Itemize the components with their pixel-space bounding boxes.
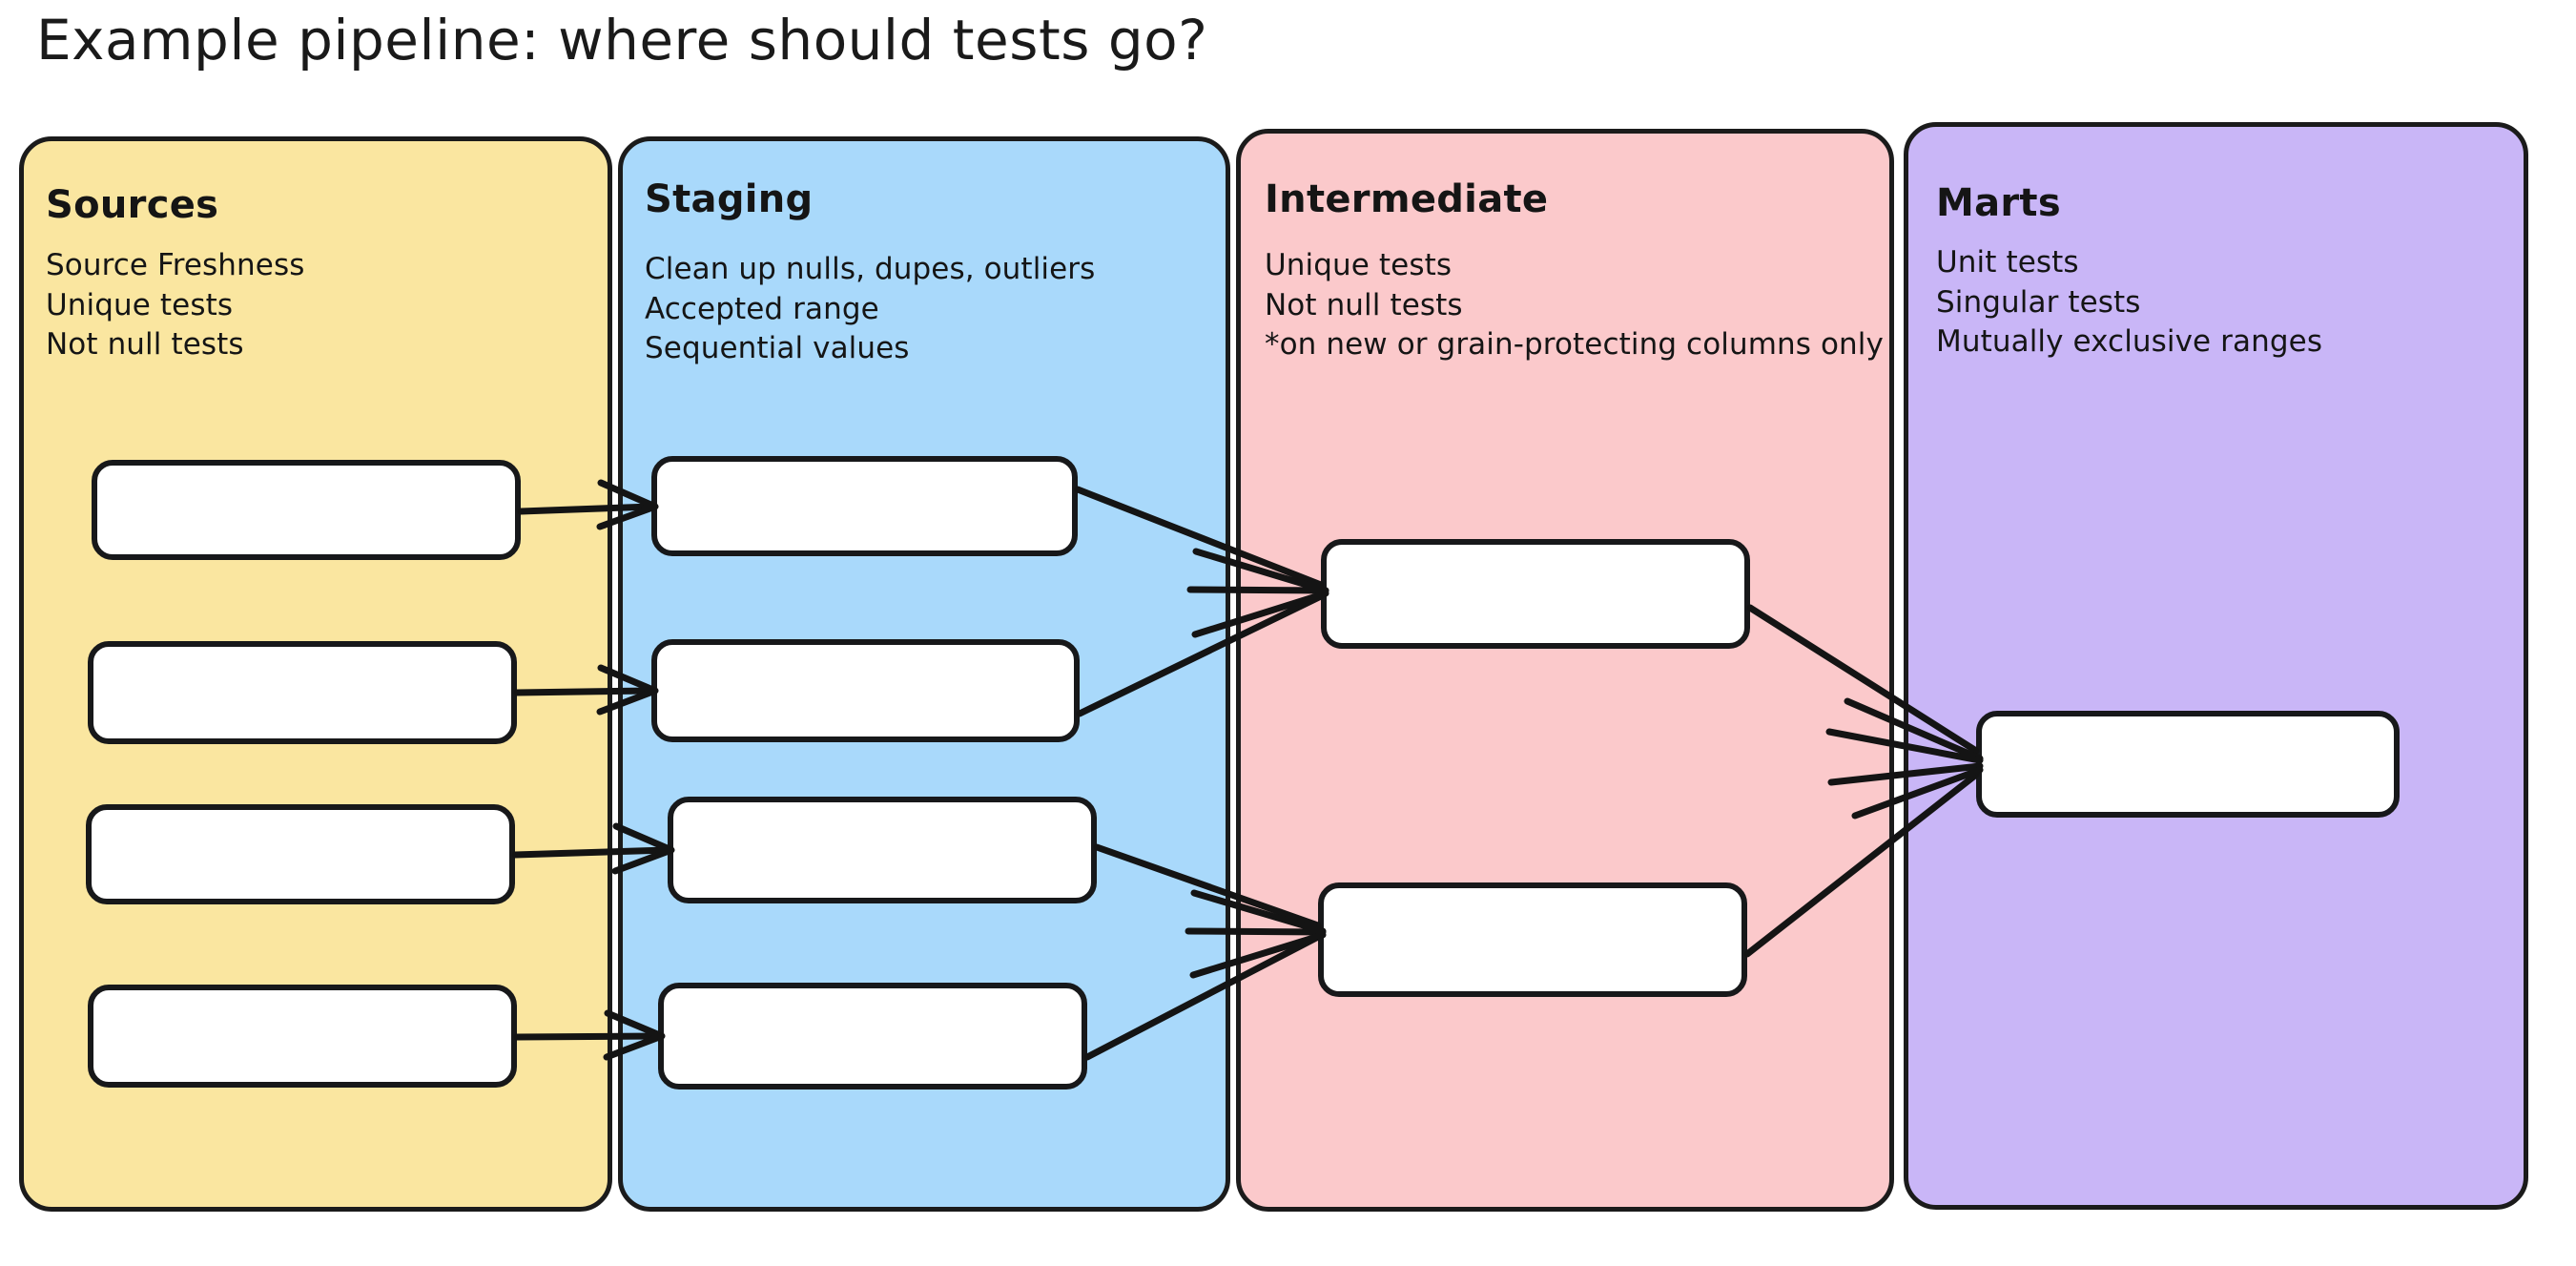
panel-heading-marts: Marts bbox=[1936, 181, 2061, 225]
note-line: Accepted range bbox=[645, 291, 879, 326]
panel-heading-intermediate: Intermediate bbox=[1265, 177, 1549, 221]
marts-node-1[interactable] bbox=[1976, 711, 2400, 818]
intermediate-node-1[interactable] bbox=[1321, 539, 1750, 649]
note-line: Mutually exclusive ranges bbox=[1936, 324, 2323, 360]
page-title: Example pipeline: where should tests go? bbox=[36, 8, 1208, 73]
note-line: Not null tests bbox=[46, 327, 244, 363]
staging-node-4[interactable] bbox=[658, 983, 1087, 1090]
panel-heading-sources: Sources bbox=[46, 183, 219, 227]
staging-node-1[interactable] bbox=[651, 456, 1078, 556]
note-line: Source Freshness bbox=[46, 248, 305, 282]
note-line: Sequential values bbox=[645, 331, 910, 366]
note-line: Unique tests bbox=[1265, 248, 1453, 282]
note-line: Unique tests bbox=[46, 287, 234, 322]
note-line: Clean up nulls, dupes, outliers bbox=[645, 252, 1096, 286]
panel-notes-intermediate: Unique tests Not null tests *on new or g… bbox=[1265, 246, 1884, 365]
note-line: Singular tests bbox=[1936, 284, 2141, 320]
panel-heading-staging: Staging bbox=[645, 177, 814, 221]
sources-node-4[interactable] bbox=[88, 985, 517, 1088]
note-line: Unit tests bbox=[1936, 245, 2079, 280]
sources-node-1[interactable] bbox=[92, 460, 521, 560]
note-line: Not null tests bbox=[1265, 287, 1463, 322]
panel-notes-marts: Unit tests Singular tests Mutually exclu… bbox=[1936, 243, 2322, 363]
staging-node-3[interactable] bbox=[668, 797, 1097, 903]
panel-notes-sources: Source Freshness Unique tests Not null t… bbox=[46, 246, 304, 365]
panel-notes-staging: Clean up nulls, dupes, outliers Accepted… bbox=[645, 250, 1095, 369]
intermediate-node-2[interactable] bbox=[1318, 882, 1747, 997]
sources-node-3[interactable] bbox=[86, 804, 515, 904]
sources-node-2[interactable] bbox=[88, 641, 517, 744]
note-line: *on new or grain-protecting columns only bbox=[1265, 327, 1884, 363]
panel-marts bbox=[1904, 122, 2528, 1210]
staging-node-2[interactable] bbox=[651, 639, 1080, 742]
